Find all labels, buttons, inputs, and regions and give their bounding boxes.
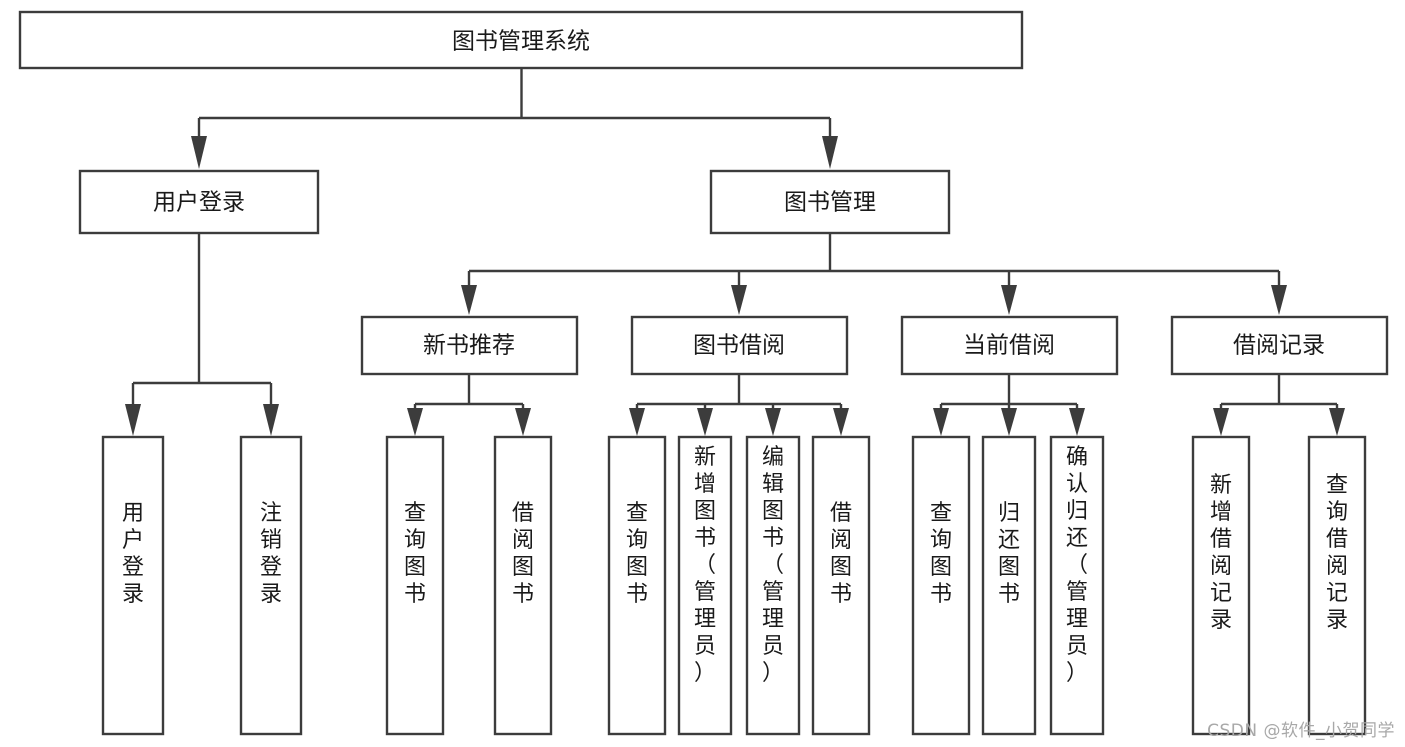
arrow-head-new-book-rec — [461, 285, 477, 315]
connector-layer — [125, 69, 1345, 436]
node-leaf-query-book-2-box[interactable] — [607, 435, 667, 736]
node-leaf-borrow-book-2[interactable]: 借阅图书 — [811, 435, 871, 736]
arrow-head-leaf-borrow-book-1 — [515, 408, 531, 436]
arrow-head-leaf-query-book-1 — [407, 408, 423, 436]
arrow-head-leaf-query-book-3 — [933, 408, 949, 436]
node-user-login-label: 用户登录 — [153, 190, 245, 216]
node-leaf-edit-book-admin-label: 编辑图书（管理员） — [762, 445, 784, 686]
arrow-head-leaf-user-login — [125, 404, 141, 436]
node-leaf-user-login-box[interactable] — [101, 435, 165, 736]
node-leaf-user-login-label: 用户登录 — [122, 501, 144, 607]
node-leaf-borrow-book-2-box[interactable] — [811, 435, 871, 736]
arrow-head-leaf-borrow-book-2 — [833, 408, 849, 436]
node-leaf-query-book-1[interactable]: 查询图书 — [385, 435, 445, 736]
node-leaf-return-book-label: 归还图书 — [998, 501, 1020, 607]
node-user-login-box[interactable] — [78, 169, 320, 235]
node-leaf-query-book-2-label: 查询图书 — [626, 501, 648, 607]
arrow-head-borrow-record — [1271, 285, 1287, 315]
node-book-manage-box[interactable] — [709, 169, 951, 235]
node-leaf-query-book-1-label: 查询图书 — [404, 501, 426, 607]
node-leaf-query-book-2[interactable]: 查询图书 — [607, 435, 667, 736]
node-book-borrow-label: 图书借阅 — [693, 333, 785, 359]
node-leaf-add-book-admin[interactable]: 新增图书（管理员） — [677, 435, 733, 736]
arrow-head-leaf-logout — [263, 404, 279, 436]
node-leaf-add-book-admin-box[interactable] — [677, 435, 733, 736]
arrow-head-leaf-edit-book-admin — [765, 408, 781, 436]
node-leaf-edit-book-admin[interactable]: 编辑图书（管理员） — [745, 435, 801, 736]
arrow-head-leaf-return-book — [1001, 408, 1017, 436]
node-current-borrow[interactable]: 当前借阅 — [900, 315, 1119, 376]
node-leaf-query-borrow-record-label: 查询借阅记录 — [1326, 473, 1348, 633]
node-leaf-confirm-return-admin[interactable]: 确认归还（管理员） — [1049, 435, 1105, 736]
node-leaf-query-book-1-box[interactable] — [385, 435, 445, 736]
node-leaf-query-borrow-record[interactable]: 查询借阅记录 — [1307, 435, 1367, 736]
node-leaf-borrow-book-1-label: 借阅图书 — [512, 501, 534, 607]
node-leaf-logout[interactable]: 注销登录 — [239, 435, 303, 736]
arrow-head-book-manage — [822, 136, 838, 169]
arrow-head-user-login — [191, 136, 207, 169]
node-leaf-user-login[interactable]: 用户登录 — [101, 435, 165, 736]
arrow-head-leaf-add-book-admin — [697, 408, 713, 436]
arrow-head-leaf-add-borrow-record — [1213, 408, 1229, 436]
node-book-manage[interactable]: 图书管理 — [709, 169, 951, 235]
node-leaf-add-book-admin-label: 新增图书（管理员） — [694, 445, 716, 686]
node-leaf-borrow-book-1-box[interactable] — [493, 435, 553, 736]
node-new-book-rec[interactable]: 新书推荐 — [360, 315, 579, 376]
node-root-label: 图书管理系统 — [452, 29, 590, 55]
node-leaf-edit-book-admin-box[interactable] — [745, 435, 801, 736]
node-leaf-return-book[interactable]: 归还图书 — [981, 435, 1037, 736]
node-leaf-add-borrow-record-label: 新增借阅记录 — [1210, 473, 1232, 633]
node-current-borrow-box[interactable] — [900, 315, 1119, 376]
node-leaf-add-borrow-record[interactable]: 新增借阅记录 — [1191, 435, 1251, 736]
node-leaf-borrow-book-1[interactable]: 借阅图书 — [493, 435, 553, 736]
node-new-book-rec-label: 新书推荐 — [423, 333, 515, 359]
arrow-head-book-borrow — [731, 285, 747, 315]
node-current-borrow-label: 当前借阅 — [963, 333, 1055, 359]
arrow-head-current-borrow — [1001, 285, 1017, 315]
node-book-borrow-box[interactable] — [630, 315, 849, 376]
node-leaf-logout-label: 注销登录 — [260, 501, 282, 607]
node-book-borrow[interactable]: 图书借阅 — [630, 315, 849, 376]
node-borrow-record[interactable]: 借阅记录 — [1170, 315, 1389, 376]
node-root[interactable]: 图书管理系统 — [18, 10, 1024, 70]
arrow-head-leaf-query-borrow-record — [1329, 408, 1345, 436]
node-leaf-borrow-book-2-label: 借阅图书 — [830, 501, 852, 607]
node-leaf-add-borrow-record-box[interactable] — [1191, 435, 1251, 736]
node-leaf-logout-box[interactable] — [239, 435, 303, 736]
node-leaf-query-book-3-box[interactable] — [911, 435, 971, 736]
node-root-box[interactable] — [18, 10, 1024, 70]
node-leaf-return-book-box[interactable] — [981, 435, 1037, 736]
node-leaf-confirm-return-admin-box[interactable] — [1049, 435, 1105, 736]
node-borrow-record-box[interactable] — [1170, 315, 1389, 376]
node-borrow-record-label: 借阅记录 — [1233, 333, 1325, 359]
node-book-manage-label: 图书管理 — [784, 190, 876, 216]
node-leaf-query-book-3[interactable]: 查询图书 — [911, 435, 971, 736]
node-new-book-rec-box[interactable] — [360, 315, 579, 376]
node-leaf-query-borrow-record-box[interactable] — [1307, 435, 1367, 736]
node-leaf-query-book-3-label: 查询图书 — [930, 501, 952, 607]
node-user-login[interactable]: 用户登录 — [78, 169, 320, 235]
node-leaf-confirm-return-admin-label: 确认归还（管理员） — [1066, 445, 1088, 686]
arrow-head-leaf-confirm-return — [1069, 408, 1085, 436]
arrow-head-leaf-query-book-2 — [629, 408, 645, 436]
